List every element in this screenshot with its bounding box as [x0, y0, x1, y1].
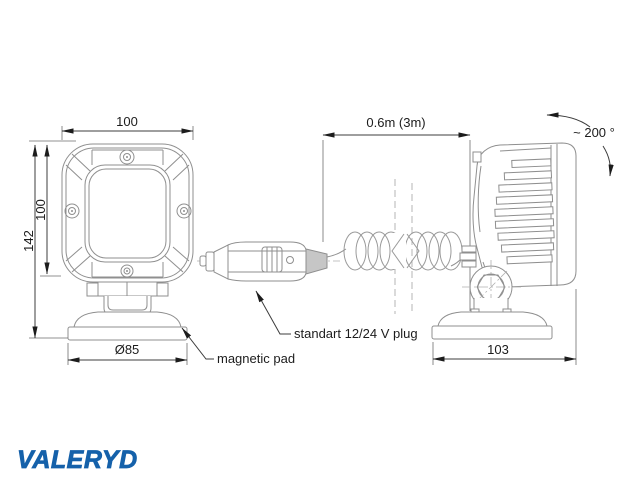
dim-pad-diameter-label: Ø85 — [115, 342, 140, 357]
power-plug — [197, 241, 347, 282]
side-view — [431, 142, 577, 340]
plug-callout: standart 12/24 V plug — [255, 290, 418, 341]
front-magnetic-pad — [67, 311, 188, 341]
dim-front-width: 100 — [61, 114, 194, 140]
screw-bottom-icon — [120, 264, 134, 278]
front-view — [61, 143, 194, 341]
dim-cable-length-label: 0.6m (3m) — [366, 115, 425, 130]
plug-strain-relief — [305, 248, 328, 275]
cable-break-symbol — [406, 233, 420, 269]
dim-side-depth-label: 103 — [487, 342, 509, 357]
dim-side-depth: 103 — [432, 289, 577, 365]
side-magnetic-pad — [431, 311, 553, 340]
front-lamp-body — [61, 143, 194, 283]
side-cable-connector — [459, 245, 477, 268]
pad-leader-line — [181, 327, 214, 360]
dim-front-width-label: 100 — [116, 114, 138, 129]
magnetic-pad-label: magnetic pad — [217, 351, 295, 366]
valeryd-logo: VALERYD — [17, 446, 138, 475]
screw-left-icon — [64, 203, 80, 219]
cable-break-symbol — [391, 233, 405, 269]
cable-break-mask — [393, 233, 406, 269]
plug-label: standart 12/24 V plug — [294, 326, 418, 341]
screw-top-icon — [119, 149, 135, 165]
plug-leader-line — [255, 290, 291, 335]
rotation-arc: ~ 200 ° — [546, 112, 615, 177]
front-bracket — [86, 281, 169, 315]
screw-right-icon — [176, 203, 192, 219]
dim-pad-diameter: Ø85 — [67, 342, 188, 365]
rotation-angle-label: ~ 200 ° — [573, 125, 615, 140]
heat-sink-fins — [494, 158, 555, 265]
dim-front-height-total-label: 142 — [21, 230, 36, 252]
dim-front-heights: 100 142 — [21, 140, 76, 339]
dim-front-height-body-label: 100 — [33, 199, 48, 221]
dim-cable-length: 0.6m (3m) — [322, 115, 471, 311]
coil-cable — [343, 179, 464, 314]
front-screws — [64, 149, 192, 278]
magnetic-pad-callout: magnetic pad — [181, 327, 295, 366]
